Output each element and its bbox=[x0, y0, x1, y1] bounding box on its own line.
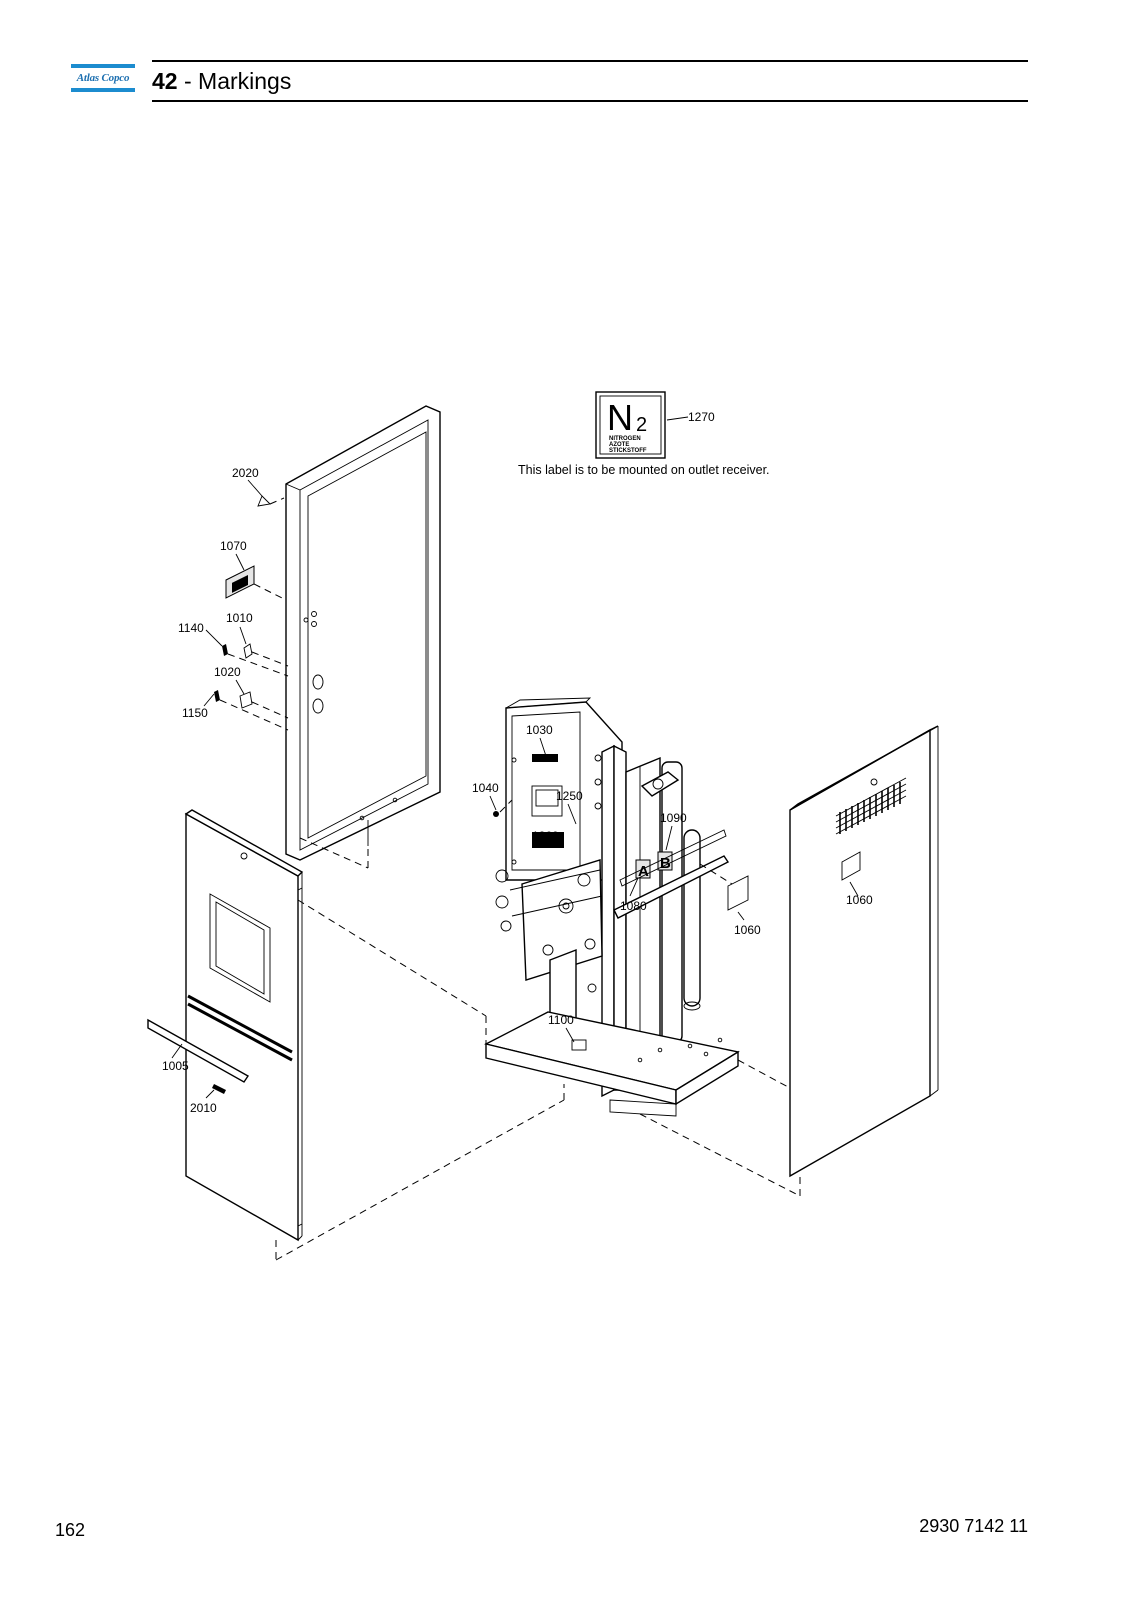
callout-1260: 1260 bbox=[532, 829, 559, 843]
vessel-label-b: B bbox=[660, 855, 671, 872]
base-frame bbox=[484, 1011, 740, 1117]
callout-2010: 2010 bbox=[190, 1101, 217, 1115]
side-panel bbox=[789, 725, 939, 1178]
door-frame bbox=[285, 405, 441, 861]
mounting-note: This label is to be mounted on outlet re… bbox=[518, 463, 770, 477]
callout-1080: 1080 bbox=[620, 899, 647, 913]
header-rule-top bbox=[152, 60, 1028, 62]
page-number: 162 bbox=[55, 1520, 86, 1540]
front-door bbox=[184, 809, 304, 1242]
callout-1060-panel: 1060 bbox=[846, 893, 873, 907]
section-title-text: Markings bbox=[198, 68, 292, 94]
section-title: 42 - Markings bbox=[152, 66, 291, 96]
callout-1030: 1030 bbox=[526, 723, 553, 737]
callout-1150: 1150 bbox=[182, 706, 208, 720]
callout-2020: 2020 bbox=[232, 466, 259, 480]
callout-1010: 1010 bbox=[226, 611, 253, 625]
document-number: 2930 7142 11 bbox=[919, 1516, 1028, 1536]
n2-symbol: N bbox=[607, 397, 633, 438]
callout-1020: 1020 bbox=[214, 665, 241, 679]
callout-1270: 1270 bbox=[688, 410, 715, 424]
section-number: 42 bbox=[152, 68, 178, 94]
logo-wordmark: Atlas Copco bbox=[76, 72, 130, 84]
n2-line-3: STICKSTOFF bbox=[609, 448, 647, 454]
vessel-assembly: A B bbox=[601, 744, 730, 1098]
callout-1060-assembly: 1060 bbox=[734, 923, 761, 937]
header-rule-bottom bbox=[152, 100, 1028, 102]
n2-line-1: NITROGEN bbox=[609, 436, 641, 442]
callout-1100: 1100 bbox=[548, 1013, 574, 1027]
callout-1250: 1250 bbox=[556, 789, 583, 803]
callout-1070: 1070 bbox=[220, 539, 247, 553]
section-separator: - bbox=[177, 68, 199, 94]
vessel-label-a: A bbox=[638, 863, 649, 880]
atlas-copco-logo: Atlas Copco bbox=[71, 64, 135, 96]
callout-1040: 1040 bbox=[472, 781, 499, 795]
callout-1090: 1090 bbox=[660, 811, 687, 825]
n2-subscript: 2 bbox=[636, 414, 647, 436]
n2-line-2: AZOTE bbox=[609, 442, 629, 448]
page-header: Atlas Copco 42 - Markings bbox=[0, 0, 1131, 110]
callout-1005: 1005 bbox=[162, 1059, 189, 1073]
n2-label: N 2 NITROGEN AZOTE STICKSTOFF bbox=[595, 391, 666, 459]
callout-1140: 1140 bbox=[178, 621, 204, 635]
